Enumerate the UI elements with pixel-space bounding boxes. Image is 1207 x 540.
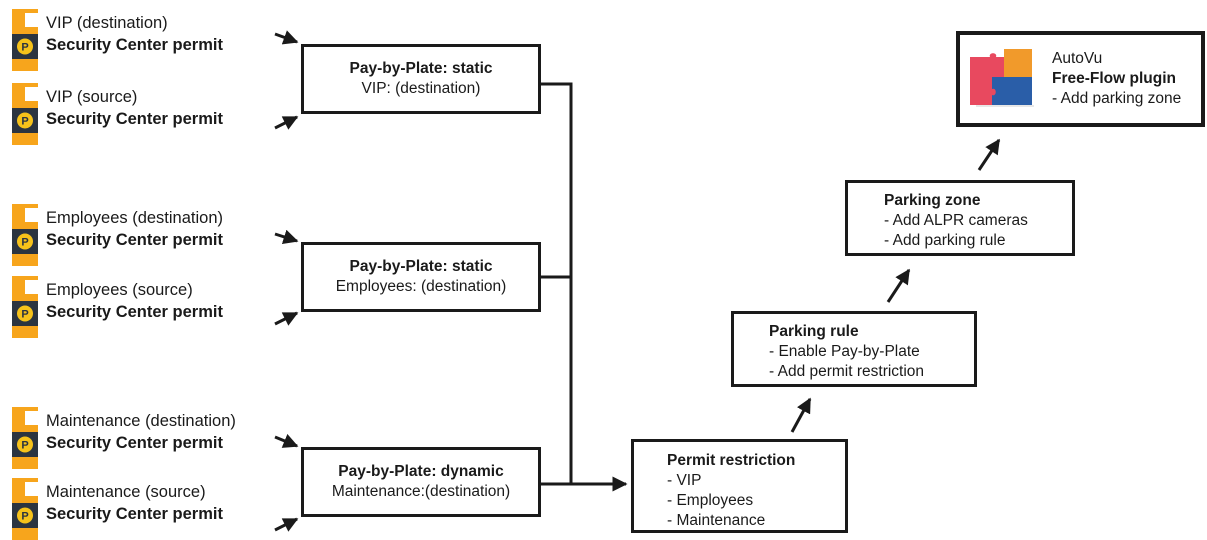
pbp-permit: Maintenance:(destination)	[331, 483, 511, 500]
svg-text:P: P	[21, 42, 28, 54]
parking-rule-box: Parking rule - Enable Pay-by-Plate - Add…	[731, 311, 977, 387]
parking-rule-item: - Add permit restriction	[769, 363, 925, 380]
restriction-item-employees: - Employees	[667, 492, 754, 509]
permit-restriction-box: Permit restriction - VIP - Employees - M…	[631, 439, 848, 533]
arrow-to-parking-zone	[886, 268, 911, 303]
restriction-item-vip: - VIP	[667, 472, 702, 489]
svg-text:P: P	[21, 309, 28, 321]
permit-label: Maintenance (destination)	[46, 412, 236, 430]
pbp-permit: Employees: (destination)	[335, 278, 507, 295]
pay-by-plate-employees-box: Pay-by-Plate: static Employees: (destina…	[301, 242, 541, 312]
plugin-name: Free-Flow plugin	[1052, 70, 1176, 87]
svg-text:P: P	[21, 511, 28, 523]
permit-label: VIP (destination)	[46, 14, 168, 32]
restriction-item-maintenance: - Maintenance	[667, 512, 766, 529]
parking-zone-item: - Add ALPR cameras	[884, 212, 1028, 229]
permit-maintenance-destination: P Maintenance (destination) Security Cent…	[0, 407, 280, 469]
arrow-vip-destination	[274, 30, 299, 45]
permit-sub: Security Center permit	[46, 36, 223, 54]
plugin-action: - Add parking zone	[1052, 90, 1182, 107]
pbp-permit: VIP: (destination)	[361, 80, 481, 97]
pbp-mode: Pay-by-Plate: static	[349, 258, 493, 275]
parking-permit-icon: P	[12, 276, 38, 338]
permit-sub: Security Center permit	[46, 505, 223, 523]
pay-by-plate-vip-box: Pay-by-Plate: static VIP: (destination)	[301, 44, 541, 114]
permit-sub: Security Center permit	[46, 434, 223, 452]
parking-permit-icon: P	[12, 407, 38, 469]
parking-zone-box: Parking zone - Add ALPR cameras - Add pa…	[845, 180, 1075, 256]
autovu-plugin-box: AutoVu Free-Flow plugin - Add parking zo…	[956, 31, 1205, 127]
permit-label: Employees (source)	[46, 281, 193, 299]
permit-restriction-title: Permit restriction	[667, 452, 796, 469]
svg-text:P: P	[21, 237, 28, 249]
plugin-vendor: AutoVu	[1052, 50, 1103, 67]
permit-sub: Security Center permit	[46, 303, 223, 321]
arrow-to-parking-rule	[790, 397, 812, 433]
pay-by-plate-maintenance-box: Pay-by-Plate: dynamic Maintenance:(desti…	[301, 447, 541, 517]
arrow-maintenance-source	[274, 517, 299, 532]
svg-text:P: P	[21, 116, 28, 128]
parking-zone-title: Parking zone	[884, 192, 981, 209]
permit-sub: Security Center permit	[46, 110, 223, 128]
parking-zone-item: - Add parking rule	[884, 232, 1006, 249]
connector-bus	[541, 82, 573, 484]
permit-sub: Security Center permit	[46, 231, 223, 249]
permit-employees-destination: P Employees (destination) Security Center…	[0, 204, 280, 266]
arrow-employees-source	[274, 311, 299, 326]
permit-vip-source: P VIP (source) Security Center permit	[0, 83, 280, 145]
parking-permit-icon: P	[12, 83, 38, 145]
permit-vip-destination: P VIP (destination) Security Center permi…	[0, 9, 280, 71]
permit-label: Maintenance (source)	[46, 483, 206, 501]
pbp-mode: Pay-by-Plate: dynamic	[338, 463, 504, 480]
permit-employees-source: P Employees (source) Security Center perm…	[0, 276, 280, 338]
parking-rule-title: Parking rule	[769, 323, 859, 340]
svg-text:P: P	[21, 440, 28, 452]
pbp-mode: Pay-by-Plate: static	[349, 60, 493, 77]
arrow-to-plugin	[977, 138, 1001, 171]
arrow-vip-source	[274, 115, 299, 130]
arrow-maintenance-destination	[274, 433, 299, 448]
parking-permit-icon: P	[12, 204, 38, 266]
permit-label: VIP (source)	[46, 88, 138, 106]
arrow-employees-destination	[274, 229, 299, 245]
puzzle-plugin-icon	[970, 49, 1034, 107]
permit-maintenance-source: P Maintenance (source) Security Center pe…	[0, 478, 280, 540]
parking-rule-item: - Enable Pay-by-Plate	[769, 343, 920, 360]
permit-label: Employees (destination)	[46, 209, 224, 227]
parking-permit-icon: P	[12, 9, 38, 71]
parking-permit-icon: P	[12, 478, 38, 540]
